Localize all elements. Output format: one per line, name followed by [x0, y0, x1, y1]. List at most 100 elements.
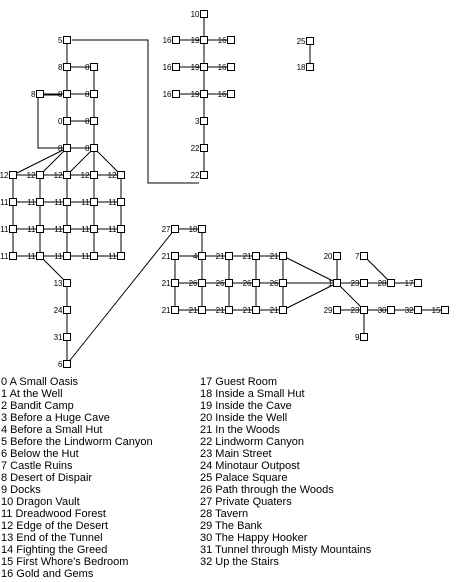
legend-entry: 27 Private Quaters — [200, 496, 292, 508]
room-number: 8 — [85, 117, 90, 126]
room-box — [63, 360, 71, 368]
room-node-16: 16 — [163, 36, 180, 45]
room-box — [9, 252, 17, 260]
room-box — [198, 252, 206, 260]
room-number: 18 — [189, 225, 198, 234]
room-node-21: 21 — [270, 252, 287, 261]
room-number: 5 — [58, 36, 63, 45]
room-number: 11 — [108, 198, 117, 207]
room-box — [198, 225, 206, 233]
legend-entry: 25 Palace Square — [200, 472, 288, 484]
room-box — [360, 333, 368, 341]
room-box — [227, 90, 235, 98]
room-node-22: 22 — [191, 171, 208, 180]
room-number: 11 — [54, 252, 63, 261]
room-box — [172, 36, 180, 44]
room-number: 1 — [328, 279, 333, 288]
room-box — [117, 171, 125, 179]
legend-entry: 5 Before the Lindworm Canyon — [1, 436, 153, 448]
room-box — [36, 198, 44, 206]
edge-n8h-r1e — [93, 147, 122, 176]
room-box — [171, 306, 179, 314]
room-node-19: 19 — [191, 36, 208, 45]
room-box — [360, 306, 368, 314]
room-number: 16 — [163, 36, 172, 45]
room-number: 11 — [108, 225, 117, 234]
room-number: 11 — [54, 225, 63, 234]
room-number: 4 — [193, 252, 198, 261]
room-node-21: 21 — [216, 252, 233, 261]
room-number: 13 — [54, 279, 63, 288]
room-box — [90, 198, 98, 206]
legend-entry: 19 Inside the Cave — [200, 400, 292, 412]
legend-entry: 32 Up the Stairs — [200, 556, 279, 568]
room-box — [225, 306, 233, 314]
room-box — [306, 63, 314, 71]
edge-n1-n23b — [336, 282, 365, 311]
room-box — [200, 171, 208, 179]
room-box — [63, 225, 71, 233]
room-node-11: 11 — [81, 198, 98, 207]
route-8-left-loop — [37, 94, 64, 149]
room-node-16: 16 — [163, 90, 180, 99]
room-box — [117, 198, 125, 206]
room-box — [63, 90, 71, 98]
room-box — [200, 10, 208, 18]
room-box — [279, 306, 287, 314]
room-node-12: 12 — [27, 171, 44, 180]
room-number: 12 — [0, 171, 9, 180]
room-box — [414, 279, 422, 287]
legend-entry: 1 At the Well — [1, 388, 63, 400]
room-node-16: 16 — [218, 63, 235, 72]
legend-entry: 20 Inside the Well — [200, 412, 288, 424]
room-box — [9, 171, 17, 179]
room-node-16: 16 — [218, 90, 235, 99]
room-box — [63, 306, 71, 314]
room-box — [387, 306, 395, 314]
room-box — [279, 252, 287, 260]
room-box — [200, 144, 208, 152]
room-box — [200, 36, 208, 44]
room-node-12: 12 — [81, 171, 98, 180]
legend-entry: 21 In the Woods — [200, 424, 280, 436]
room-node-11: 11 — [54, 252, 71, 261]
room-number: 16 — [218, 36, 227, 45]
room-number: 21 — [216, 252, 225, 261]
room-number: 25 — [297, 37, 306, 46]
room-box — [360, 279, 368, 287]
room-node-1: 1 — [328, 279, 341, 288]
room-number: 21 — [270, 306, 279, 315]
room-box — [171, 252, 179, 260]
room-number: 11 — [0, 252, 9, 261]
room-node-11: 11 — [81, 252, 98, 261]
room-node-11: 11 — [81, 225, 98, 234]
room-node-11: 11 — [27, 198, 44, 207]
room-node-11: 11 — [0, 225, 17, 234]
room-box — [198, 279, 206, 287]
room-number: 10 — [191, 10, 200, 19]
room-box — [36, 90, 44, 98]
room-node-32: 32 — [405, 306, 422, 315]
legend-entry: 15 First Whore's Bedroom — [1, 556, 129, 568]
room-number: 0 — [58, 117, 63, 126]
room-number: 31 — [54, 333, 63, 342]
room-node-10: 10 — [191, 10, 208, 19]
room-number: 8 — [58, 63, 63, 72]
edges — [12, 14, 445, 365]
edge-n6-n27 — [66, 228, 176, 365]
room-box — [63, 252, 71, 260]
room-node-18: 18 — [297, 63, 314, 72]
room-node-11: 11 — [54, 225, 71, 234]
legend-entry: 13 End of the Tunnel — [1, 532, 103, 544]
room-node-16: 16 — [163, 63, 180, 72]
room-number: 15 — [432, 306, 441, 315]
room-number: 16 — [218, 63, 227, 72]
room-node-31: 31 — [54, 333, 71, 342]
room-box — [36, 225, 44, 233]
legend-entry: 11 Dreadwood Forest — [1, 508, 106, 520]
room-node-21: 21 — [162, 279, 179, 288]
room-box — [117, 225, 125, 233]
room-number: 12 — [81, 171, 90, 180]
